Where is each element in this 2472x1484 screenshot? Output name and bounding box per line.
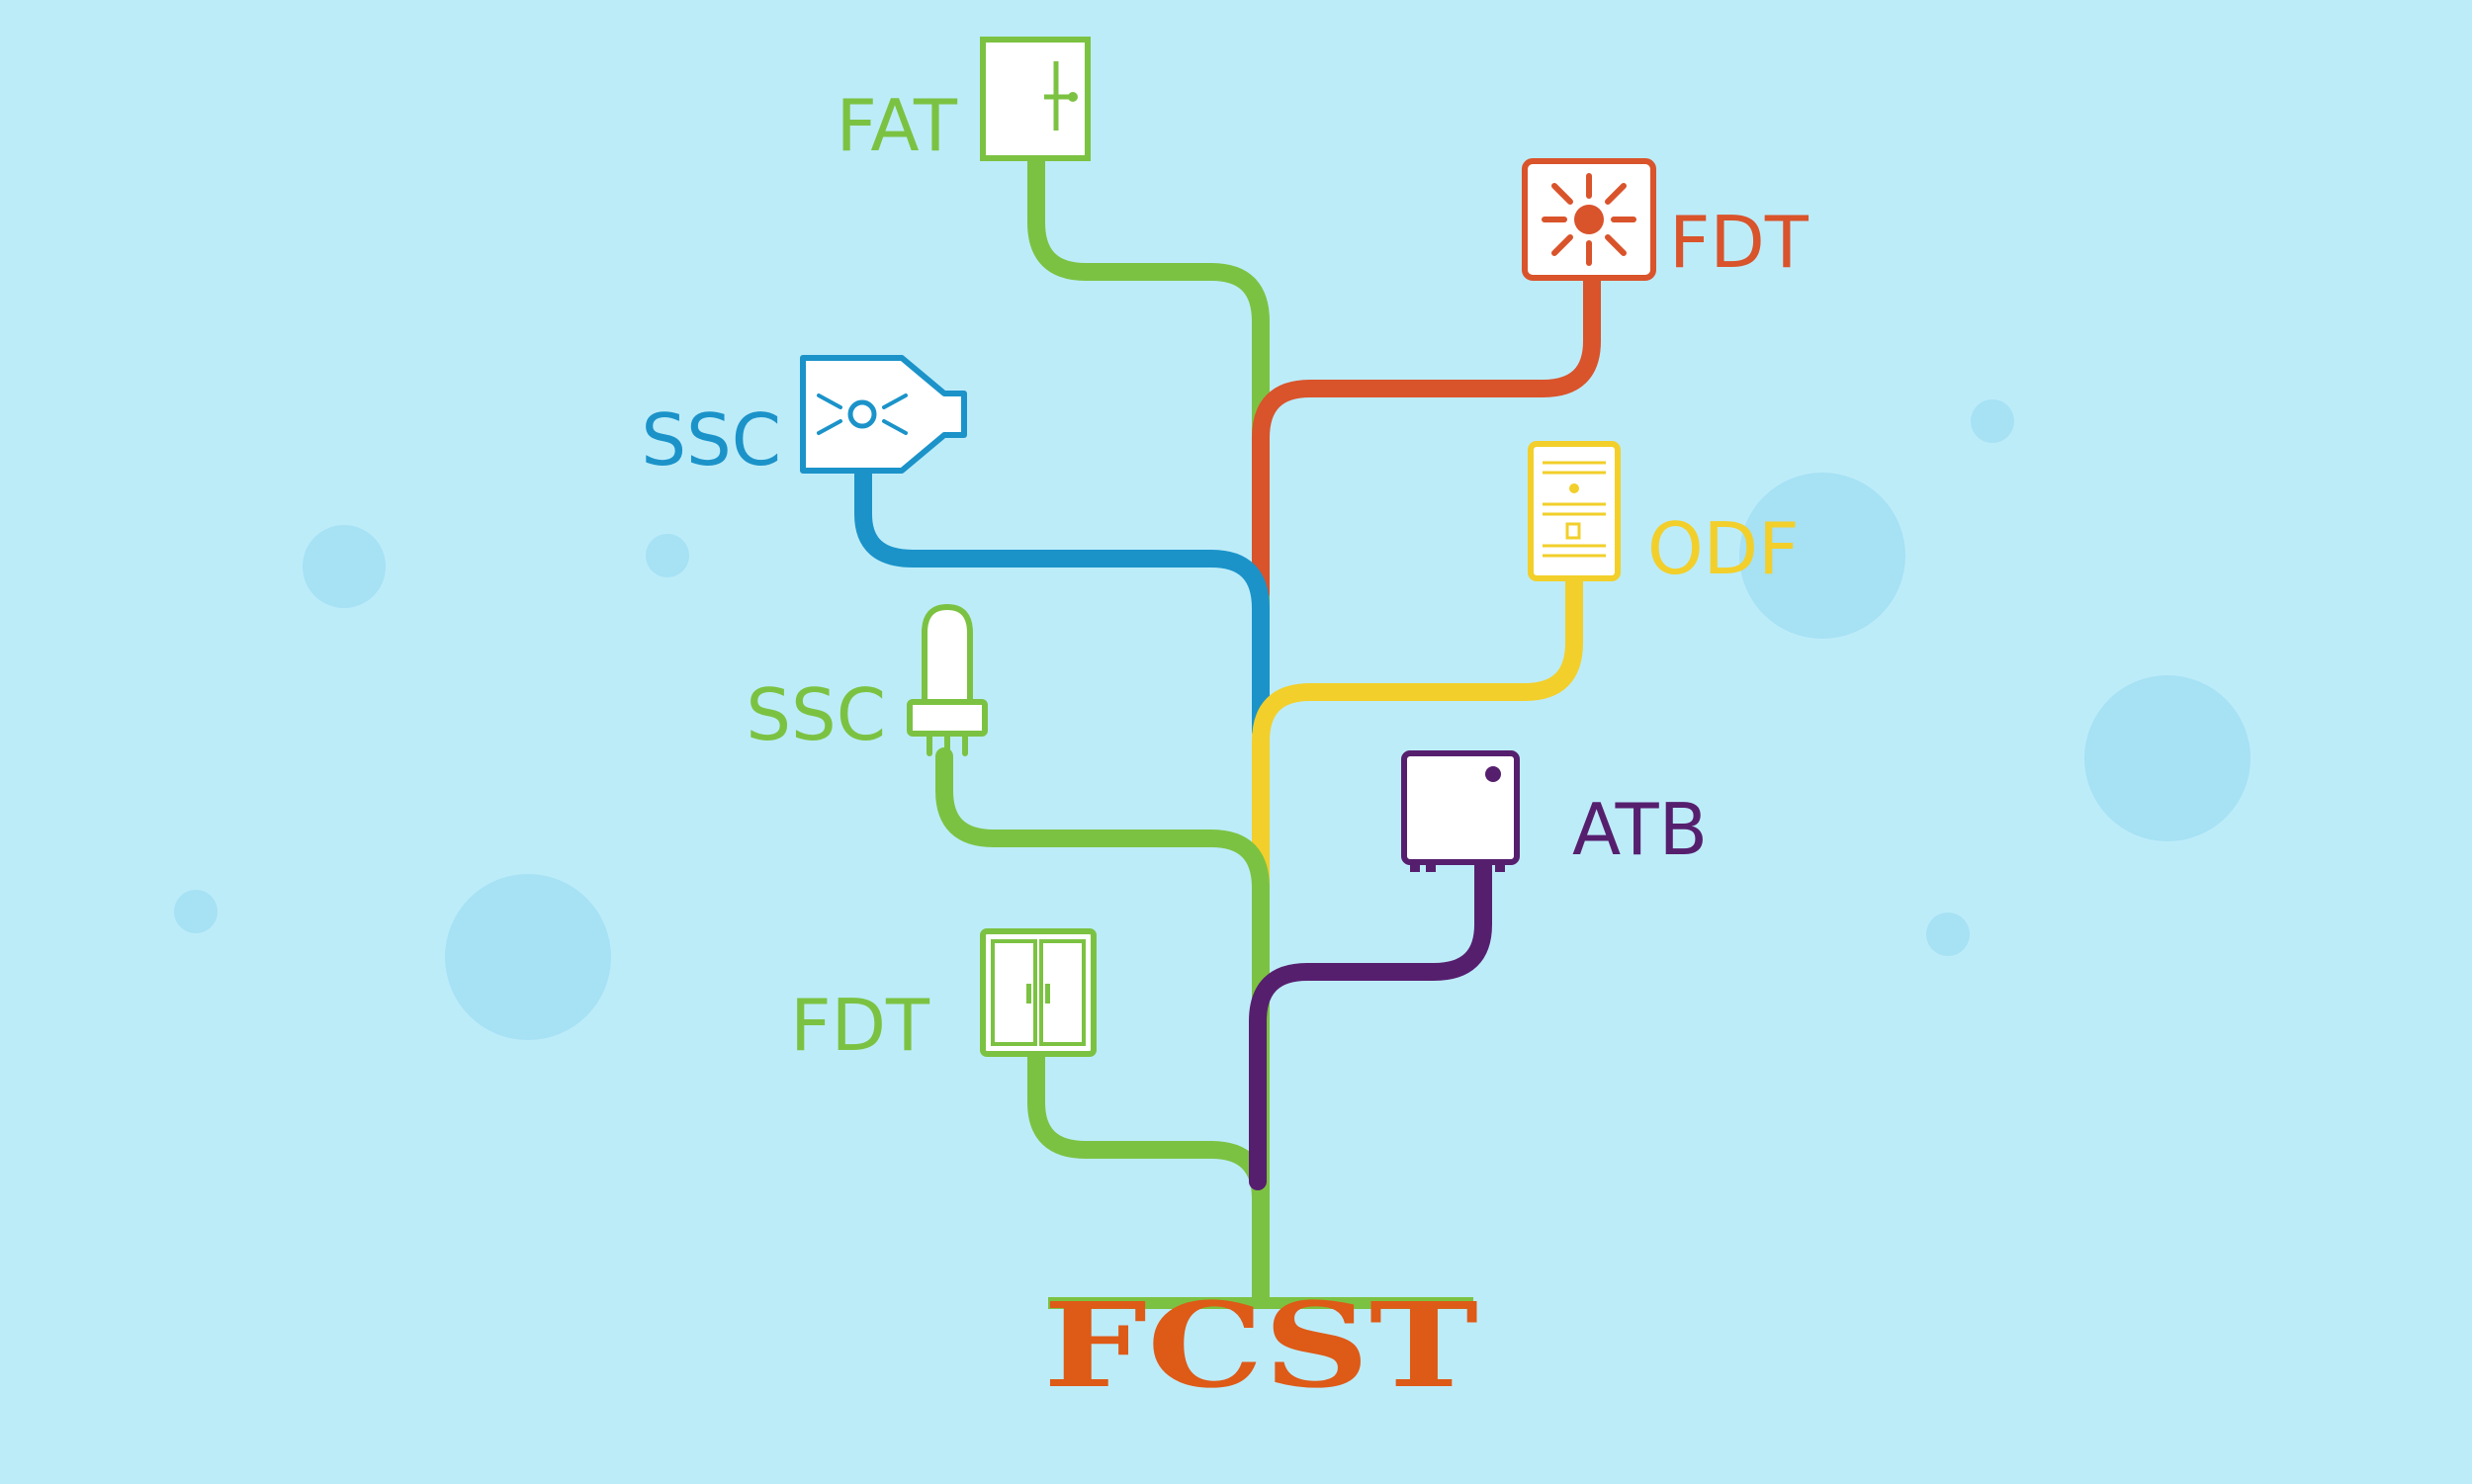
double-door-cabinet-icon [980, 928, 1097, 1057]
branch-fdt-top [1252, 263, 1601, 602]
bubble [2084, 675, 2251, 841]
node-label-ssc-box: SSC [641, 398, 781, 481]
node-label-fdt-top: FDT [1669, 201, 1810, 284]
branch-odf [1252, 569, 1583, 899]
dome-closure-icon [907, 604, 988, 756]
node-label-atb: ATB [1572, 788, 1708, 871]
bubble [1739, 473, 1905, 639]
bubble [445, 874, 611, 1040]
background-bubbles [174, 399, 2251, 1040]
odf-rack-icon [1528, 441, 1621, 581]
bubble [303, 525, 386, 608]
branch-fat [1027, 149, 1270, 642]
cabinet-door-icon [980, 37, 1091, 161]
branch-atb [1249, 849, 1492, 1190]
terminal-box-icon [1401, 750, 1520, 872]
node-label-ssc-dome: SSC [746, 673, 886, 756]
splice-closure-icon [800, 355, 967, 474]
bubble [1926, 913, 1970, 956]
node-label-odf: ODF [1647, 507, 1800, 590]
branch-ssc-box [854, 456, 1270, 741]
bubble [1971, 399, 2014, 443]
branch-fdt-bottom [1027, 1044, 1270, 1305]
bubble [646, 534, 689, 577]
node-label-fat: FAT [837, 84, 958, 167]
node-label-fdt-bottom: FDT [790, 984, 930, 1067]
bubble [174, 890, 218, 933]
fiber-branches [854, 149, 1601, 1305]
branch-ssc-dome [935, 747, 1270, 1305]
brand-logo-text: FCST [1043, 1276, 1478, 1414]
splitter-burst-icon [1522, 158, 1656, 281]
